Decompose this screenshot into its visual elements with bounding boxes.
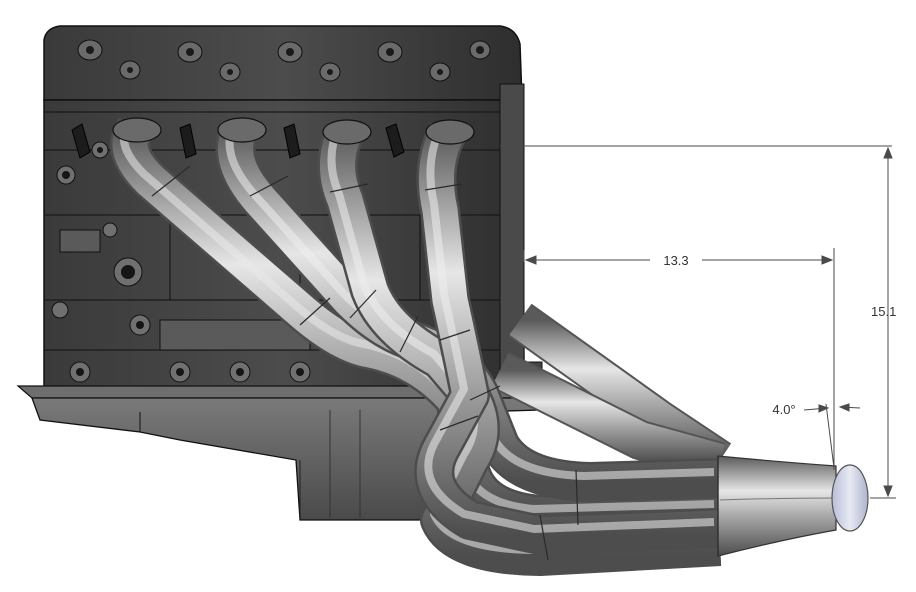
primary-tubes <box>110 118 722 576</box>
block-right-rail <box>499 83 525 375</box>
head-bosses <box>77 39 491 82</box>
collector <box>717 455 837 557</box>
dimensions <box>500 145 896 499</box>
oil-pan <box>16 361 543 521</box>
collector-outlet <box>831 464 869 532</box>
vertical-dimension-label: 15.1 <box>871 304 896 319</box>
rear-bank-pipes <box>491 303 732 482</box>
cylinder-head <box>43 25 523 101</box>
horizontal-dimension-label: 13.3 <box>663 253 688 268</box>
spark-plug-boots <box>71 123 405 159</box>
port-flanges <box>112 117 475 145</box>
head-bolt-holes <box>86 46 484 75</box>
tube-seams <box>151 165 579 561</box>
angle-dimension-label: 4.0° <box>772 402 795 417</box>
